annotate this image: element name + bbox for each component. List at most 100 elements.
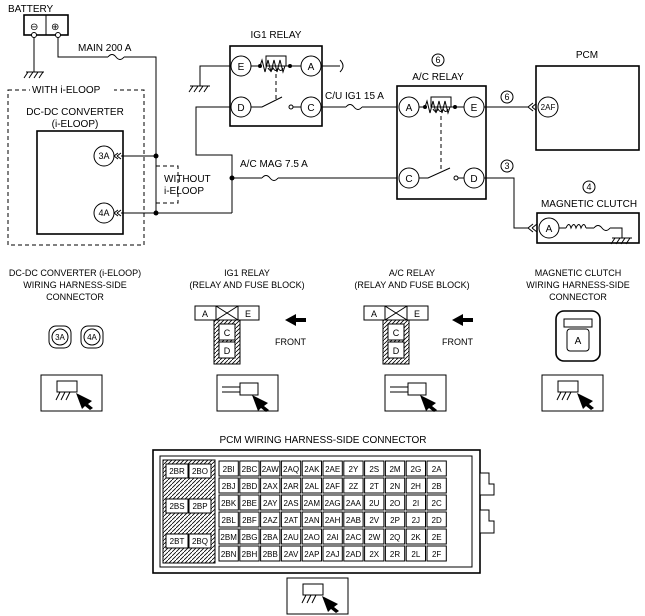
dcdc-conn-pin-3a: 3A <box>55 333 65 342</box>
pcm-pin-2d: 2D <box>432 516 442 525</box>
pcm-pin-2bq: 2BQ <box>192 537 208 546</box>
main-fuse-icon <box>107 54 125 60</box>
pcm-pin-cell <box>260 545 281 562</box>
ig1-ground-icon <box>188 85 210 93</box>
pcm-pin-cell <box>364 528 385 545</box>
acr-connector-subtitle: (RELAY AND FUSE BLOCK) <box>354 280 469 290</box>
pcm-pin-cell <box>239 494 260 511</box>
dcdc-connector-subtitle: WIRING HARNESS-SIDE <box>23 280 127 290</box>
ig1-conn-pin-d: D <box>224 346 231 356</box>
pcm-pin-cell <box>405 511 427 528</box>
pcm-pin-2ad: 2AD <box>346 550 362 559</box>
pcm-pin-2ao: 2AO <box>304 533 320 542</box>
pcm-pin-2t: 2T <box>370 482 379 491</box>
mc-connector-subtitle: WIRING HARNESS-SIDE <box>526 280 630 290</box>
acr-conn-pin-c: C <box>393 328 400 338</box>
acr-terminal-c: C <box>405 174 412 185</box>
pcm-pin-2bp: 2BP <box>192 502 207 511</box>
pcm-pin-2aq: 2AQ <box>283 465 299 474</box>
pcm-pin-2au: 2AU <box>283 533 299 542</box>
pcm-pin-cell <box>280 545 302 562</box>
with-ieloop-boundary <box>7 89 145 246</box>
pcm-pin-cell <box>384 494 406 511</box>
pcm-pin-2f: 2F <box>432 550 441 559</box>
pcm-pin-cell <box>188 533 212 549</box>
dcdc-converter-label: DC-DC CONVERTER <box>26 107 124 118</box>
pcm-pin-cell <box>239 477 260 494</box>
cu-ig1-fuse-label: C/U IG1 15 A <box>325 91 384 102</box>
pcm-pin-2p: 2P <box>390 516 400 525</box>
main-fuse-label: MAIN 200 A <box>78 43 132 54</box>
pcm-pin-cell <box>384 545 406 562</box>
circle-mark-6-top: 6 <box>435 55 440 65</box>
pcm-pin-cell <box>301 494 323 511</box>
mc-conn-pin-a: A <box>575 336 582 347</box>
connector-view-icon <box>384 374 447 412</box>
pcm-pin-2h: 2H <box>411 482 421 491</box>
pcm-terminal-2af: 2AF <box>541 103 556 112</box>
pcm-pin-2e: 2E <box>432 533 442 542</box>
ig1-connector-subtitle: (RELAY AND FUSE BLOCK) <box>189 280 304 290</box>
pcm-pin-2y: 2Y <box>349 465 359 474</box>
mc-connector-subtitle2: CONNECTOR <box>549 292 607 302</box>
pcm-pin-2bj: 2BJ <box>222 482 236 491</box>
pcm-pin-2i: 2I <box>413 499 420 508</box>
acr-connector-title: A/C RELAY <box>389 268 435 278</box>
front-arrow-icon <box>452 314 473 326</box>
pcm-pin-cell <box>426 460 447 477</box>
pcm-pin-cell <box>165 533 189 549</box>
pcm-pin-2x: 2X <box>369 550 379 559</box>
pcm-pin-cell <box>218 460 239 477</box>
pcm-pin-cell <box>280 511 302 528</box>
connector-view-icon <box>286 577 349 615</box>
pcm-pin-2bc: 2BC <box>242 465 258 474</box>
pcm-pin-cell <box>384 511 406 528</box>
pcm-pin-2af: 2AF <box>325 482 340 491</box>
pcm-pin-cell <box>343 511 364 528</box>
pcm-pin-cell <box>426 528 447 545</box>
pcm-pin-cell <box>322 477 343 494</box>
ig1-relay-label: IG1 RELAY <box>251 30 302 41</box>
circle-mark-6-wire: 6 <box>504 92 509 102</box>
clutch-ground-icon <box>610 237 632 245</box>
pcm-pin-cell <box>322 528 343 545</box>
pcm-pin-2n: 2N <box>390 482 400 491</box>
connector-view-icon <box>216 374 279 412</box>
pcm-pin-cell <box>239 460 260 477</box>
pcm-pin-2m: 2M <box>389 465 400 474</box>
pcm-pin-2bd: 2BD <box>242 482 258 491</box>
ig1-terminal-e: E <box>238 62 245 73</box>
pcm-pin-cell <box>343 545 364 562</box>
mc-connector-title: MAGNETIC CLUTCH <box>535 268 622 278</box>
pcm-pin-2bb: 2BB <box>263 550 278 559</box>
pcm-pin-cell <box>260 528 281 545</box>
pcm-pin-2ag: 2AG <box>325 499 341 508</box>
pcm-pin-cell <box>426 545 447 562</box>
acr-terminal-d: D <box>470 174 477 185</box>
pcm-pin-2u: 2U <box>369 499 379 508</box>
pcm-pin-cell <box>301 511 323 528</box>
pcm-pin-2at: 2AT <box>284 516 298 525</box>
pcm-pin-cell <box>405 528 427 545</box>
pcm-pin-2k: 2K <box>411 533 421 542</box>
pcm-pin-cell <box>218 545 239 562</box>
pcm-pin-cell <box>322 460 343 477</box>
pcm-pin-cell <box>405 494 427 511</box>
pcm-pin-cell <box>364 545 385 562</box>
pcm-pin-cell <box>384 477 406 494</box>
pcm-pin-cell <box>301 460 323 477</box>
pcm-pin-2br: 2BR <box>169 467 185 476</box>
ac-relay-label: A/C RELAY <box>412 72 464 83</box>
pcm-pin-cell <box>218 528 239 545</box>
pcm-pin-2ah: 2AH <box>325 516 341 525</box>
pcm-pin-2ak: 2AK <box>304 465 320 474</box>
mc-connector-view: MAGNETIC CLUTCH WIRING HARNESS-SIDE CONN… <box>526 268 630 362</box>
acr-conn-pin-e: E <box>414 309 420 319</box>
pcm-pin-2as: 2AS <box>283 499 298 508</box>
pcm-pin-cell <box>426 494 447 511</box>
pcm-pin-cell <box>260 511 281 528</box>
pcm-pin-cell <box>364 511 385 528</box>
pcm-pin-cell <box>239 545 260 562</box>
battery-positive-icon: ⊕ <box>51 22 59 33</box>
pcm-pin-2av: 2AV <box>284 550 299 559</box>
